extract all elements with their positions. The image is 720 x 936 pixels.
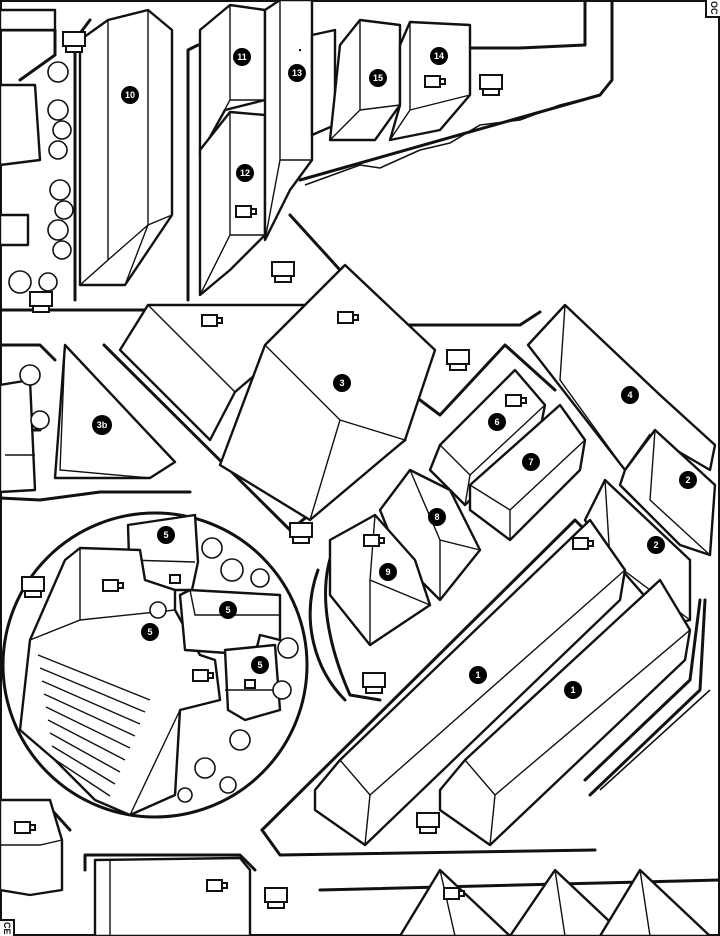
svg-text:6: 6 bbox=[494, 417, 499, 427]
svg-text:1: 1 bbox=[570, 685, 575, 695]
svg-text:11: 11 bbox=[237, 52, 247, 62]
circle-plaza bbox=[1, 511, 309, 819]
building-markers: 1 1 2 2 3 3b 4 5 5 5 5 6 7 8 9 10 11 12 … bbox=[92, 47, 697, 699]
monitor-icon bbox=[362, 672, 386, 694]
svg-text:3: 3 bbox=[339, 378, 344, 388]
building-13 bbox=[263, 0, 337, 242]
building-12 bbox=[198, 110, 267, 297]
camera-icon bbox=[206, 879, 228, 892]
svg-text:8: 8 bbox=[434, 512, 439, 522]
svg-text:10: 10 bbox=[125, 90, 135, 100]
building-15 bbox=[328, 18, 402, 142]
monitor-icon bbox=[479, 74, 503, 96]
building-5-stair bbox=[37, 654, 151, 797]
camera-icon bbox=[192, 669, 214, 682]
svg-text:5: 5 bbox=[147, 627, 152, 637]
svg-text:5: 5 bbox=[257, 660, 262, 670]
marker-3b: 3b bbox=[92, 415, 112, 435]
camera-icon bbox=[14, 821, 36, 834]
monitor-icon bbox=[62, 31, 86, 53]
svg-text:5: 5 bbox=[163, 530, 168, 540]
marker-5b: 5 bbox=[141, 623, 159, 641]
svg-text:12: 12 bbox=[240, 168, 250, 178]
svg-text:1: 1 bbox=[475, 670, 480, 680]
building-2-upper bbox=[618, 428, 717, 557]
svg-text:2: 2 bbox=[685, 475, 690, 485]
camera-icon bbox=[201, 314, 223, 327]
marker-15: 15 bbox=[369, 69, 387, 87]
monitor-icon bbox=[21, 576, 45, 598]
marker-2a: 2 bbox=[679, 471, 697, 489]
building-9 bbox=[328, 513, 432, 647]
marker-7: 7 bbox=[522, 453, 540, 471]
marker-1b: 1 bbox=[564, 681, 582, 699]
marker-5a: 5 bbox=[157, 526, 175, 544]
camera-icon bbox=[363, 534, 385, 547]
building-10 bbox=[78, 8, 174, 287]
marker-12: 12 bbox=[236, 164, 254, 182]
svg-text:13: 13 bbox=[292, 68, 302, 78]
marker-4: 4 bbox=[621, 386, 639, 404]
marker-5c: 5 bbox=[219, 601, 237, 619]
svg-text:7: 7 bbox=[528, 457, 533, 467]
marker-5d: 5 bbox=[251, 656, 269, 674]
building-1-left bbox=[313, 518, 627, 847]
marker-8: 8 bbox=[428, 508, 446, 526]
camera-icon bbox=[424, 75, 446, 88]
monitor-icon bbox=[446, 349, 470, 371]
trees bbox=[8, 61, 299, 803]
svg-text:3b: 3b bbox=[97, 420, 108, 430]
svg-text:14: 14 bbox=[434, 51, 444, 61]
monitor-icon bbox=[264, 887, 288, 909]
camera-icon bbox=[505, 394, 527, 407]
camera-icon bbox=[244, 679, 256, 689]
monitor-icon bbox=[271, 261, 295, 283]
camera-icon bbox=[337, 311, 359, 324]
building-7 bbox=[468, 403, 587, 542]
building-5-left bbox=[18, 546, 222, 817]
monitor-icon bbox=[289, 522, 313, 544]
building-1-right bbox=[438, 578, 692, 847]
marker-14: 14 bbox=[430, 47, 448, 65]
marker-9: 9 bbox=[379, 563, 397, 581]
svg-text:2: 2 bbox=[653, 540, 658, 550]
marker-11: 11 bbox=[233, 48, 251, 66]
building-5-center bbox=[178, 588, 282, 657]
svg-text:9: 9 bbox=[385, 567, 390, 577]
camera-icon bbox=[443, 887, 465, 900]
marker-1a: 1 bbox=[469, 666, 487, 684]
marker-13: 13 bbox=[288, 64, 306, 82]
camera-icon bbox=[169, 574, 181, 584]
building-3 bbox=[218, 263, 437, 522]
marker-6: 6 bbox=[488, 413, 506, 431]
marker-10: 10 bbox=[121, 86, 139, 104]
svg-text:15: 15 bbox=[373, 73, 383, 83]
camera-icons bbox=[14, 75, 594, 900]
marker-3: 3 bbox=[333, 374, 351, 392]
camera-icon bbox=[102, 579, 124, 592]
monitor-icon bbox=[416, 812, 440, 834]
building-3b bbox=[53, 343, 177, 480]
svg-text:4: 4 bbox=[627, 390, 632, 400]
monitor-icons bbox=[21, 31, 503, 909]
svg-text:5: 5 bbox=[225, 605, 230, 615]
camera-icon bbox=[572, 537, 594, 550]
marker-2b: 2 bbox=[647, 536, 665, 554]
edge-label-top-right: OC bbox=[705, 0, 720, 18]
monitor-icon bbox=[29, 291, 53, 313]
edge-label-bottom-left: CE bbox=[0, 919, 15, 936]
camera-icon bbox=[235, 205, 257, 218]
